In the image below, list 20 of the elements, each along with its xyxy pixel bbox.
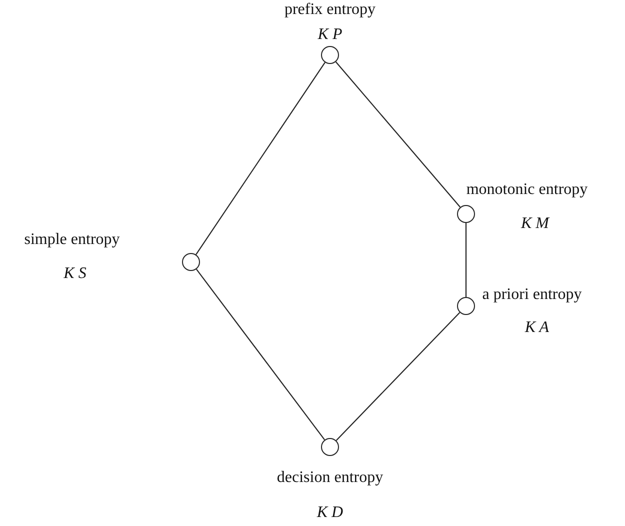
node-label: simple entropy	[24, 230, 120, 250]
connector-line	[336, 312, 460, 441]
node-symbol: K S	[64, 264, 86, 284]
node-symbol: K P	[318, 25, 342, 44]
node-label: prefix entropy	[284, 0, 376, 20]
node-label: monotonic entropy	[466, 180, 588, 200]
node-symbol: K M	[521, 214, 549, 234]
connector-line	[335, 61, 461, 208]
lattice-node-circle	[182, 253, 200, 271]
node-label: decision entropy	[276, 468, 384, 488]
connector-line	[196, 62, 326, 255]
connector-line	[465, 223, 467, 297]
lattice-node-circle	[457, 205, 475, 223]
node-symbol: K A	[524, 318, 550, 338]
node-symbol: K D	[316, 503, 344, 522]
connector-line	[196, 268, 326, 440]
lattice-node-circle	[321, 438, 339, 456]
lattice-node-circle	[457, 297, 475, 315]
lattice-node-circle	[321, 46, 339, 64]
node-label: a priori entropy	[482, 285, 582, 304]
